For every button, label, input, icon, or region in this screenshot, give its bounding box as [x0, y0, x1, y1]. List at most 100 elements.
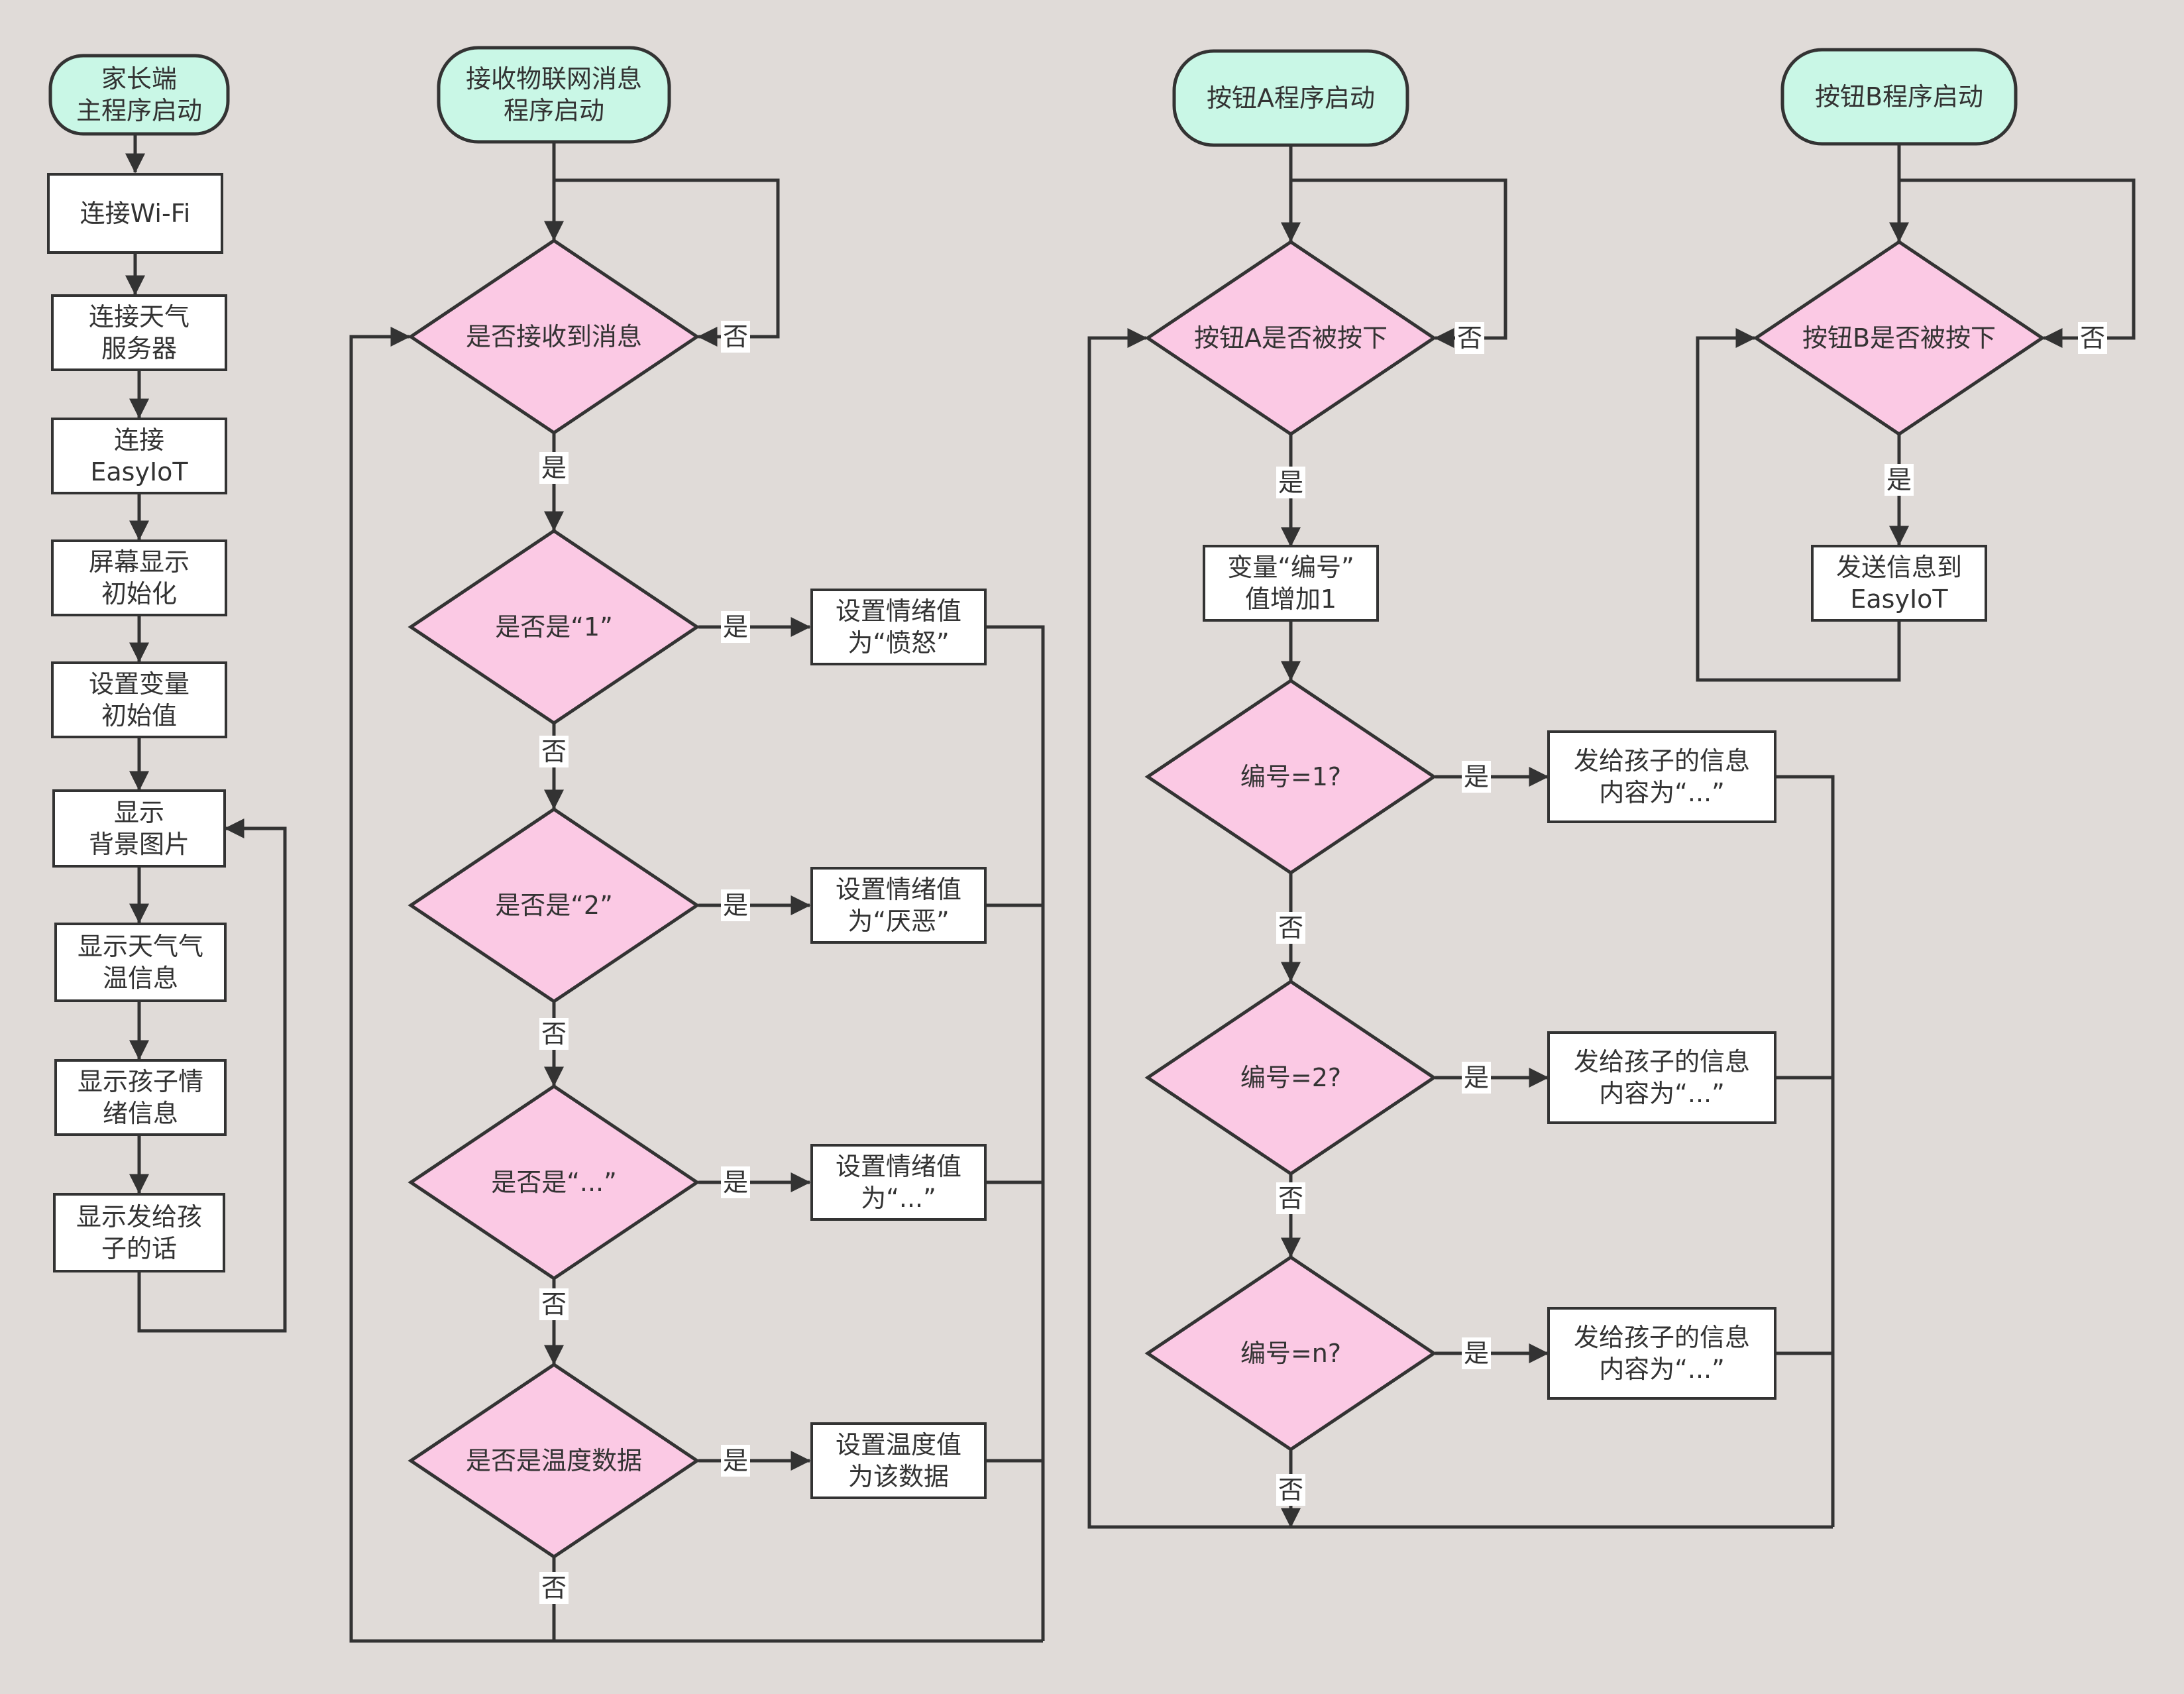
node-button-a-start: 按钮A程序启动: [1172, 49, 1409, 147]
edge-label-text: 是: [541, 453, 567, 482]
process-box: [53, 1193, 225, 1272]
node-button-a-numn: 编号=n?: [1144, 1255, 1437, 1452]
edge-label-yes: 是: [721, 1445, 750, 1477]
edge-label-no: 否: [2078, 322, 2107, 354]
node-text-line: 连接Wi-Fi: [80, 199, 191, 228]
node-text-line: 内容为“...”: [1599, 778, 1725, 807]
node-text-line: 编号=1?: [1240, 762, 1341, 791]
node-text-line: 发给孩子的信息: [1574, 1047, 1750, 1076]
node-text-line: 连接: [114, 425, 164, 455]
node-text-line: 主程序启动: [76, 96, 202, 125]
edge-label-text: 是: [1278, 468, 1303, 497]
edge-label-no: 否: [1276, 1474, 1305, 1506]
node-text-line: 绪信息: [103, 1099, 178, 1128]
edge-label-yes: 是: [721, 889, 750, 921]
decision-diamond: [1144, 678, 1437, 875]
edge-label-no: 否: [539, 1572, 569, 1604]
connector-line: [1087, 328, 1833, 1529]
edge-label-text: 否: [541, 1290, 567, 1319]
node-text-line: 显示发给孩: [76, 1202, 202, 1231]
node-text-line: 显示孩子情: [78, 1067, 203, 1096]
node-text-line: 为该数据: [848, 1462, 949, 1491]
edge-label-text: 否: [723, 322, 748, 351]
terminal-shape: [437, 46, 671, 144]
node-text-line: 温信息: [103, 964, 178, 993]
edge-label-text: 是: [723, 1446, 748, 1475]
node-text-line: 变量“编号”: [1227, 553, 1354, 582]
edge-label-yes: 是: [1462, 761, 1491, 793]
edge-label-yes: 是: [1884, 464, 1914, 496]
connector-line: [1696, 328, 1901, 682]
connector-line: [986, 625, 1045, 1641]
edge-label-text: 否: [541, 1019, 567, 1048]
node-button-b-pressed: 按钮B是否被按下: [1753, 239, 2046, 437]
node-text-line: 是否是温度数据: [466, 1446, 642, 1475]
connector-line: [349, 327, 1043, 1643]
node-text-line: EasyIoT: [90, 457, 188, 486]
process-box: [51, 661, 227, 738]
node-text-line: 初始化: [101, 579, 177, 608]
node-text-line: 是否是“1”: [495, 612, 613, 642]
node-text-line: 显示: [114, 798, 164, 827]
node-button-a-increment: 变量“编号” 值增加1: [1203, 545, 1379, 622]
node-text-line: 是否是“2”: [495, 891, 613, 920]
node-text-line: 屏幕显示: [89, 547, 190, 577]
process-box: [810, 1422, 987, 1499]
decision-diamond: [408, 238, 700, 435]
edge-label-text: 是: [1464, 1063, 1489, 1092]
edge-label-text: 否: [541, 737, 567, 766]
process-box: [1203, 545, 1379, 622]
edge-label-yes: 是: [539, 452, 569, 484]
process-box: [51, 539, 227, 616]
process-box: [54, 1059, 227, 1136]
node-iot-receiver-is-2: 是否是“2”: [408, 807, 700, 1004]
edge-label-text: 是: [1464, 762, 1489, 791]
process-box: [1547, 1307, 1776, 1400]
connector-line: [137, 819, 287, 1333]
node-text-line: 内容为“...”: [1599, 1355, 1725, 1384]
edge-label-no: 否: [539, 1018, 569, 1050]
node-text-line: 设置变量: [89, 669, 190, 699]
process-box: [51, 294, 227, 371]
node-text-line: 按钮B程序启动: [1815, 82, 1983, 111]
node-text-line: 发给孩子的信息: [1574, 1323, 1750, 1352]
edge-label-yes: 是: [1276, 467, 1305, 498]
node-text-line: 发给孩子的信息: [1574, 746, 1750, 775]
terminal-shape: [48, 54, 230, 136]
edge-label-text: 是: [723, 891, 748, 920]
edge-label-text: 否: [1278, 1475, 1303, 1504]
node-text-line: 按钮A是否被按下: [1194, 323, 1388, 353]
edge-label-text: 否: [2080, 323, 2105, 353]
node-text-line: 子的话: [101, 1234, 177, 1263]
decision-diamond: [408, 528, 700, 726]
node-text-line: EasyIoT: [1850, 585, 1948, 614]
node-text-line: 内容为“...”: [1599, 1079, 1725, 1108]
edge-label-text: 是: [723, 1168, 748, 1197]
node-text-line: 显示天气气: [78, 932, 203, 961]
node-text-line: 程序启动: [504, 96, 604, 125]
node-text-line: 接收物联网消息: [466, 64, 642, 93]
node-button-a-pressed: 按钮A是否被按下: [1144, 239, 1437, 437]
edge-label-no: 否: [539, 1288, 569, 1320]
edge-label-yes: 是: [1462, 1062, 1491, 1094]
node-text-line: 设置情绪值: [836, 1152, 961, 1181]
process-box: [810, 867, 987, 944]
process-box: [54, 923, 227, 1002]
node-text-line: 设置温度值: [836, 1430, 961, 1459]
edge-label-no: 否: [721, 321, 750, 353]
node-text-line: 值增加1: [1245, 585, 1337, 614]
node-text-line: 设置情绪值: [836, 875, 961, 904]
